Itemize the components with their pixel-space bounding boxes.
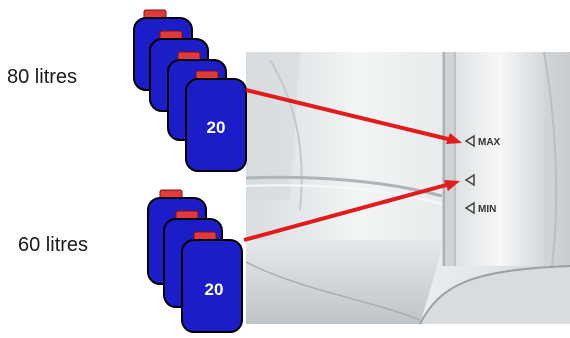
cans-80-litres: 20: [133, 9, 247, 172]
arrow-80-to-max: [245, 88, 462, 144]
label-60-litres: 60 litres: [18, 234, 89, 256]
min-mark: MIN: [464, 201, 496, 215]
label-80-litres: 80 litres: [7, 66, 78, 88]
can-80-number: 20: [207, 118, 226, 137]
appliance-tank: [245, 51, 570, 325]
can-60-number: 20: [205, 280, 224, 299]
mid-mark: [464, 173, 475, 187]
arrow-60-to-mid: [243, 180, 460, 242]
max-mark-label: MAX: [478, 137, 501, 148]
can-80-4: 20: [185, 70, 247, 172]
max-mark: MAX: [464, 134, 501, 148]
cans-60-litres: 20: [147, 189, 243, 333]
can-60-3: 20: [181, 231, 243, 333]
min-mark-label: MIN: [478, 204, 496, 215]
